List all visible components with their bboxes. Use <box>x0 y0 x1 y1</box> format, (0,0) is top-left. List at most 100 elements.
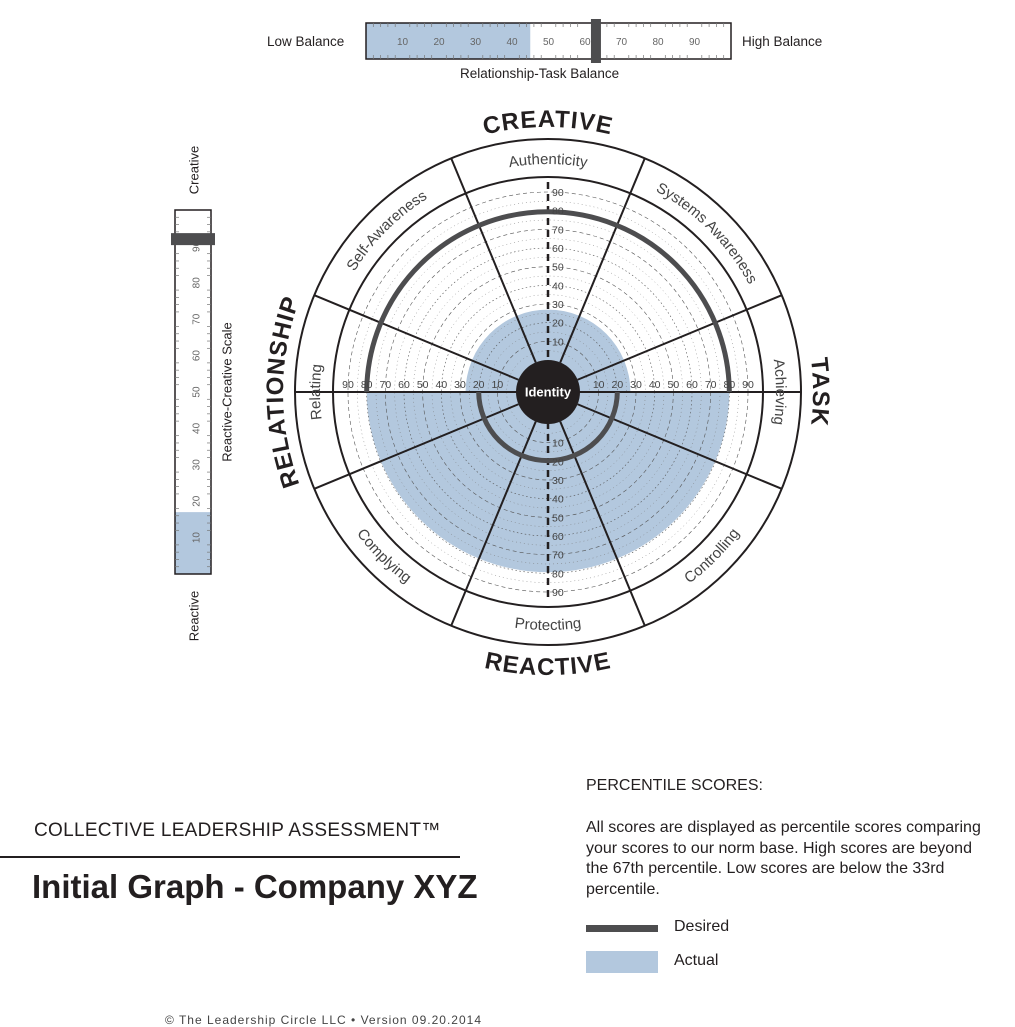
balance-tick-label: 80 <box>652 37 664 48</box>
sector-divider <box>450 157 537 363</box>
dimension-label: Achieving <box>770 358 789 426</box>
scale-tick-label: 80 <box>192 277 203 289</box>
balance-tick-label: 90 <box>689 37 701 48</box>
legend-actual-label: Actual <box>674 952 719 969</box>
scale-tick-label: 70 <box>192 313 203 325</box>
tick-label-up: 50 <box>552 262 564 274</box>
dimension-label-text: Relating <box>307 363 326 421</box>
tick-label-up: 30 <box>552 299 564 311</box>
tick-label-up: 90 <box>552 187 564 199</box>
tick-label-right: 80 <box>723 379 735 391</box>
scale-tick-label: 50 <box>192 386 203 398</box>
scale-frame <box>174 209 212 575</box>
tick-label-left: 60 <box>398 379 410 391</box>
dimension-label: Self-Awareness <box>343 187 430 274</box>
sector-divider <box>559 157 646 363</box>
tick-label-down: 90 <box>552 587 564 599</box>
tick-label-right: 40 <box>649 379 661 391</box>
sector-divider <box>577 294 783 381</box>
copyright-footer: © The Leadership Circle LLC • Version 09… <box>165 1013 482 1027</box>
balance-tick-label: 10 <box>397 37 409 48</box>
dimension-label-text: Complying <box>353 526 414 587</box>
quadrant-label-text: CREATIVE <box>480 106 614 140</box>
tick-label-up: 20 <box>552 318 564 330</box>
dimension-label-text: Protecting <box>514 615 582 634</box>
dimension-label: Authenticity <box>507 151 589 171</box>
tick-label-left: 30 <box>454 379 466 391</box>
tick-label-down: 60 <box>552 531 564 543</box>
tick-label-up: 60 <box>552 243 564 255</box>
tick-label-down: 10 <box>552 438 564 450</box>
tick-label-left: 20 <box>473 379 485 391</box>
scale-tick-label: 60 <box>192 350 203 362</box>
desired-arc-creative <box>364 209 732 393</box>
balance-actual-fill <box>366 23 531 59</box>
scale-tick-label: 40 <box>192 422 203 434</box>
scale-tick-label: 10 <box>192 532 203 544</box>
quadrant-label-top: CREATIVE <box>480 106 615 140</box>
scale-tick-label: 20 <box>192 495 203 507</box>
legend-desired-label: Desired <box>674 918 730 935</box>
tick-label-down: 50 <box>552 512 564 524</box>
tick-label-up: 40 <box>552 280 564 292</box>
leadership-circle: 1010101020202020303030304040404050505050… <box>262 106 834 681</box>
scale-bottom-label: Reactive <box>187 591 202 642</box>
dimension-label-text: Authenticity <box>507 151 589 171</box>
percentile-description: All scores are displayed as percentile s… <box>586 819 981 898</box>
dimension-label: Complying <box>353 526 414 587</box>
balance-tick-label: 40 <box>506 37 518 48</box>
balance-axis-label: Relationship-Task Balance <box>460 66 620 81</box>
balance-tick-label: 50 <box>543 37 555 48</box>
tick-label-right: 70 <box>705 379 717 391</box>
identity-disk <box>516 360 580 424</box>
scale-tick-label: 90 <box>192 240 203 252</box>
tick-label-right: 50 <box>667 379 679 391</box>
balance-tick-label: 70 <box>616 37 628 48</box>
desired-arc-reactive <box>476 391 620 464</box>
title-divider <box>0 856 460 858</box>
balance-right-label: High Balance <box>742 34 823 49</box>
tick-label-down: 70 <box>552 550 564 562</box>
tick-label-down: 40 <box>552 494 564 506</box>
scale-top-label: Creative <box>187 146 202 194</box>
tick-label-right: 10 <box>593 379 605 391</box>
tick-label-up: 70 <box>552 224 564 236</box>
quadrant-label-right: TASK <box>805 356 834 428</box>
dimension-label-text: Self-Awareness <box>343 187 430 274</box>
dimension-label-text: Controlling <box>681 525 743 587</box>
page-title: Initial Graph - Company XYZ <box>32 868 478 905</box>
tick-label-up: 80 <box>552 206 564 218</box>
tick-label-up: 10 <box>552 336 564 348</box>
scale-actual-fill <box>175 512 211 574</box>
tick-label-left: 90 <box>342 379 354 391</box>
tick-label-right: 90 <box>742 379 754 391</box>
dimension-label: Controlling <box>681 525 743 587</box>
identity-label: Identity <box>525 385 572 400</box>
percentile-heading: PERCENTILE SCORES: <box>586 777 763 794</box>
tick-label-down: 20 <box>552 456 564 468</box>
dimension-label-text: Achieving <box>770 358 789 426</box>
tick-label-left: 70 <box>379 379 391 391</box>
scale-tick-label: 30 <box>192 459 203 471</box>
dimension-label: Relating <box>307 363 326 421</box>
scale-axis-label: Reactive-Creative Scale <box>220 322 235 461</box>
tick-label-left: 10 <box>491 379 503 391</box>
legend-desired-swatch <box>586 925 658 932</box>
tick-label-right: 30 <box>630 379 642 391</box>
sector-divider <box>313 294 519 381</box>
quadrant-label-text: REACTIVE <box>483 647 613 681</box>
scale-desired-marker <box>171 233 215 246</box>
tick-label-left: 50 <box>417 379 429 391</box>
tick-label-right: 20 <box>611 379 623 391</box>
balance-tick-label: 30 <box>470 37 482 48</box>
balance-desired-marker <box>590 19 601 63</box>
dimension-label: Protecting <box>514 615 582 634</box>
tick-label-down: 30 <box>552 475 564 487</box>
tick-label-left: 80 <box>361 379 373 391</box>
tick-label-down: 80 <box>552 568 564 580</box>
quadrant-label-bottom: REACTIVE <box>483 647 614 681</box>
balance-left-label: Low Balance <box>267 34 345 49</box>
